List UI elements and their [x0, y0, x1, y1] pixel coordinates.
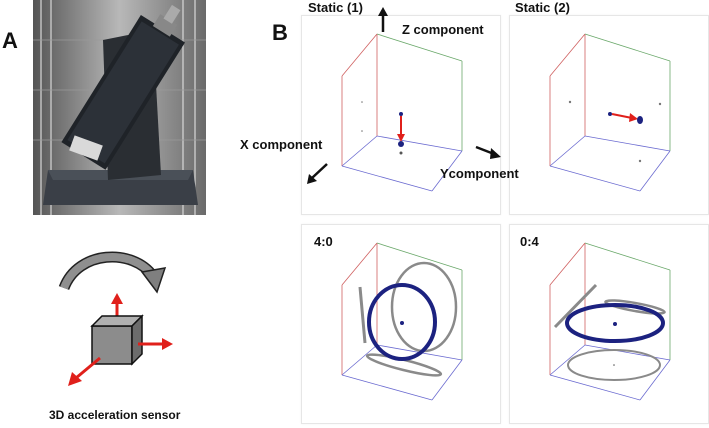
plot-ratio-0-4	[509, 224, 709, 424]
y-axis-arrow-icon	[475, 145, 501, 159]
static1-title: Static (1)	[308, 0, 363, 15]
x-axis-arrow-icon	[307, 163, 328, 184]
panel-a-label: A	[2, 28, 18, 53]
z-component-label: Z component	[402, 22, 484, 37]
sensor-caption: 3D acceleration sensor	[49, 408, 181, 422]
ratio04-plot-svg	[549, 242, 671, 401]
ratio40-title: 4:0	[314, 234, 333, 249]
plot-static-1	[301, 15, 501, 215]
static2-title: Static (2)	[515, 0, 570, 15]
static1-plot-svg	[341, 33, 463, 192]
z-axis-arrow-icon	[378, 7, 388, 32]
rotation-arrow-icon	[58, 251, 167, 294]
sensor-cube-icon	[68, 293, 173, 386]
y-component-label: Ycomponent	[440, 166, 519, 181]
plot-ratio-4-0	[301, 224, 501, 424]
x-component-label: X component	[240, 137, 323, 152]
static2-plot-svg	[549, 33, 671, 192]
device-photo	[33, 0, 206, 215]
ratio40-plot-svg	[341, 242, 463, 401]
panel-b-label: B	[272, 20, 288, 45]
plot-static-2	[509, 15, 709, 215]
ratio04-title: 0:4	[520, 234, 539, 249]
